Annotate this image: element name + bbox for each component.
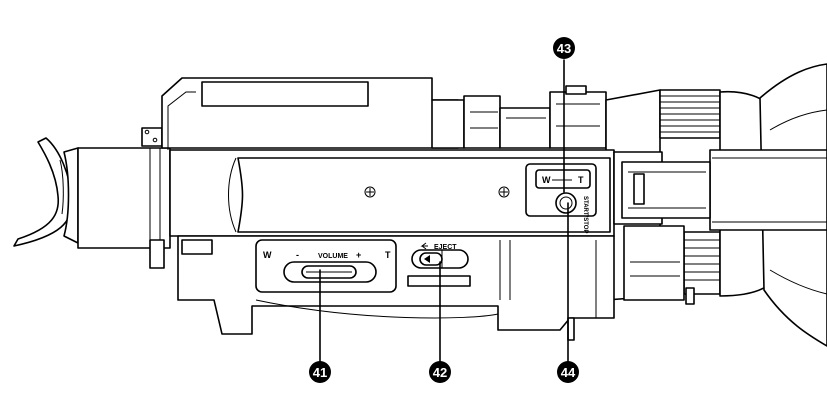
volume-t-label: T	[385, 250, 391, 260]
start-stop-label: START/STOP	[582, 196, 588, 233]
volume-plus-label: +	[356, 250, 361, 260]
eject-label: EJECT	[434, 244, 457, 251]
zoom-lever[interactable]	[535, 169, 591, 189]
eject-panel: EJECT	[407, 242, 471, 287]
svg-text:42: 42	[433, 365, 447, 380]
svg-text:43: 43	[557, 41, 571, 56]
callout-leaders	[319, 59, 569, 363]
eject-switch[interactable]	[419, 252, 443, 266]
callout-42: 42	[429, 361, 451, 383]
callout-41: 41	[309, 361, 331, 383]
volume-label: VOLUME	[318, 253, 348, 260]
main-body	[169, 149, 711, 237]
callout-44: 44	[557, 361, 579, 383]
top-housing	[161, 77, 607, 150]
svg-text:41: 41	[313, 365, 327, 380]
eyecup	[13, 137, 79, 247]
volume-minus-label: -	[296, 250, 299, 260]
volume-w-label: W	[263, 250, 272, 260]
svg-text:44: 44	[561, 365, 576, 380]
volume-panel: W - VOLUME + T	[255, 239, 397, 293]
handle-controls: W T START/STOP	[525, 163, 597, 233]
viewfinder-tube	[77, 127, 171, 269]
callout-43: 43	[553, 37, 575, 59]
start-stop-button[interactable]	[555, 192, 577, 214]
zoom-t-label: T	[578, 175, 584, 185]
zoom-w-label: W	[542, 175, 551, 185]
